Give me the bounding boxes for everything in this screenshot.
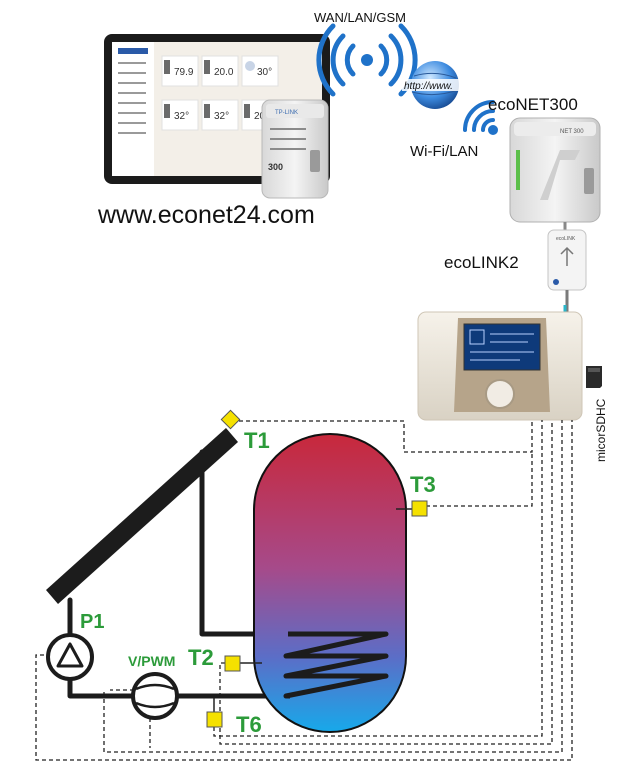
sensor-t6	[206, 698, 223, 728]
tp-link-router: TP-LINK 300	[261, 99, 329, 199]
flow-meter	[131, 672, 179, 720]
sensor-t3	[396, 500, 428, 517]
solar-collector	[46, 428, 238, 604]
globe-text: http://www.	[404, 81, 453, 92]
vpwm-label: V/PWM	[128, 653, 175, 669]
sensor-t1-label: T1	[244, 428, 270, 453]
sensor-wires	[35, 420, 573, 761]
wifi-label: Wi-Fi/LAN	[410, 143, 478, 160]
tile-value-5: 32°	[214, 111, 229, 122]
tablet-device: 79.9 20.0 30° 32° 32° 201° TP-LINK 300	[104, 34, 330, 199]
controller-screen	[463, 323, 541, 371]
tile-value-1: 79.9	[174, 67, 194, 78]
wifi-icon	[463, 100, 498, 135]
pump-p1-label: P1	[80, 611, 104, 633]
ecolink-label: ecoLINK2	[444, 253, 519, 272]
usb-icon	[560, 246, 574, 266]
sensor-t6-label: T6	[236, 712, 262, 737]
sensor-t3-label: T3	[410, 472, 436, 497]
econet-module-label: ecoNET300	[488, 95, 578, 114]
tile-value-3: 30°	[257, 67, 272, 78]
tile-value-2: 20.0	[214, 67, 234, 78]
wan-label: WAN/LAN/GSM	[314, 10, 406, 25]
sensor-t2	[224, 655, 262, 672]
globe-icon: http://www.	[402, 61, 466, 109]
tile-value-4: 32°	[174, 111, 189, 122]
ecolink2-device: ecoLINK	[547, 229, 587, 291]
portal-url[interactable]: www.econet24.com	[97, 201, 315, 229]
router-brand: TP-LINK	[275, 110, 298, 116]
router-badge: 300	[268, 162, 283, 172]
controller-device	[417, 311, 583, 421]
econet-device-text: NET 300	[560, 129, 584, 135]
pump-p1	[46, 633, 94, 681]
sd-card-label: micorSDHC	[594, 398, 608, 462]
wan-wifi-icon	[316, 23, 418, 97]
heat-exchanger-coil	[283, 631, 389, 699]
ecolink-device-text: ecoLINK	[556, 236, 576, 242]
microsd-card	[586, 366, 602, 388]
econet300-device: NET 300	[509, 117, 601, 223]
storage-tank	[253, 433, 407, 733]
sensor-t1	[220, 409, 241, 430]
portal-sidebar	[112, 42, 154, 176]
sensor-t2-label: T2	[188, 645, 214, 670]
controller-knob[interactable]	[485, 379, 515, 409]
